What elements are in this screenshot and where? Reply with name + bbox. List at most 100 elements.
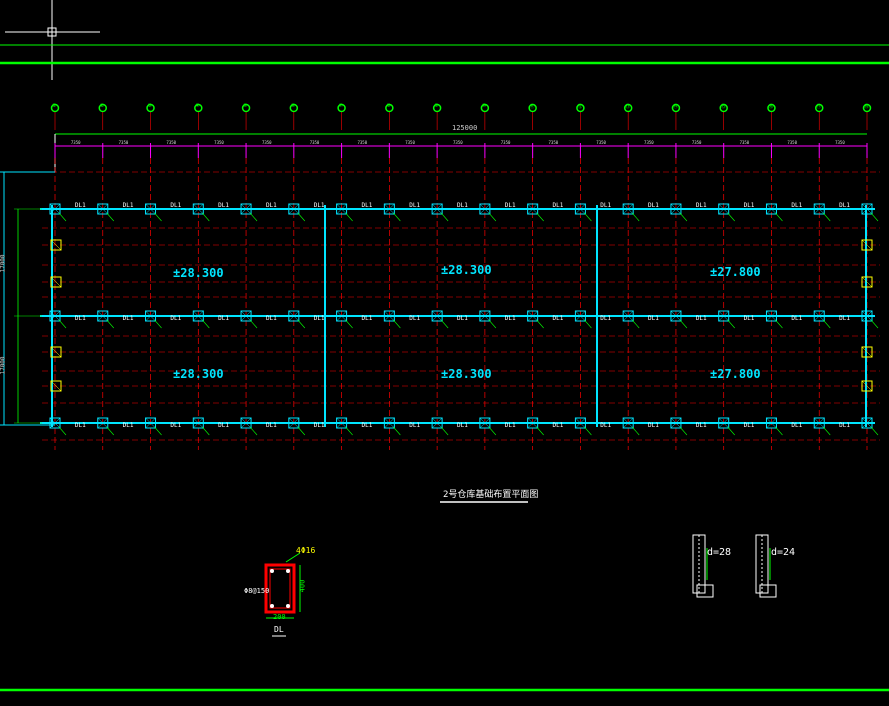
- pile-cap: [431, 417, 443, 429]
- pile-cap-cross: [240, 310, 252, 322]
- beam-label: DL1: [839, 422, 850, 429]
- pile-leader: [488, 212, 497, 222]
- pile-leader: [202, 319, 210, 329]
- section-rebar-label: 4Φ16: [296, 546, 316, 555]
- axis-label: ①: [52, 103, 57, 109]
- pile-leader: [345, 426, 353, 436]
- pile-leader: [393, 319, 401, 329]
- side-pile-cap-cross: [50, 346, 62, 358]
- pile-cap-cross: [193, 417, 204, 429]
- pile-leader: [870, 426, 879, 436]
- axis-bubble: [814, 103, 824, 113]
- side-pile-cap: [50, 276, 62, 288]
- section-height-label: 400: [298, 579, 307, 593]
- pile-leader: [584, 319, 592, 329]
- pile-cap: [97, 203, 109, 215]
- pile-cap: [813, 310, 825, 322]
- pile-cap: [336, 310, 348, 322]
- beam-label: DL1: [600, 315, 611, 322]
- elevation-label-4: ±28.300: [173, 367, 224, 381]
- pile-cap-cross: [97, 417, 108, 429]
- beam-label: DL1: [409, 315, 420, 322]
- pile-leader: [297, 426, 306, 436]
- pile-cap: [670, 417, 682, 429]
- axis-bubble: [146, 103, 155, 113]
- beam-label: DL1: [600, 202, 611, 209]
- pile-cap: [622, 203, 634, 215]
- beam-label: DL1: [314, 315, 325, 322]
- axis-bubble: [385, 103, 394, 113]
- pile-leader: [58, 426, 67, 436]
- pile-cap: [527, 203, 539, 215]
- axis-label: ⑨: [434, 103, 439, 109]
- pile-leader: [775, 319, 783, 329]
- bay-dimension-label: 7350: [453, 140, 463, 145]
- foundation-beams: [40, 205, 875, 427]
- pile-leader: [154, 426, 162, 436]
- section-name-label: DL: [274, 625, 284, 634]
- beam-label: DL1: [123, 422, 134, 429]
- elevation-label-6: ±27.800: [710, 367, 761, 381]
- pile-cap: [765, 417, 777, 429]
- frame-lines: [0, 44, 889, 692]
- crosshair-cursor: [5, 0, 100, 80]
- pile-cap-cross: [49, 203, 61, 215]
- pile-cap-cross: [384, 417, 395, 429]
- pile-leader: [727, 426, 735, 436]
- section-width-label: 200: [273, 613, 286, 621]
- pile-cap: [288, 417, 300, 429]
- side-pile-cap: [50, 239, 62, 251]
- beam-label: DL1: [361, 315, 372, 322]
- pile-cap-cross: [384, 203, 395, 215]
- pile-leader: [154, 319, 162, 329]
- pile-cap: [765, 310, 777, 322]
- pile-cap-cross: [240, 417, 252, 429]
- section-stirrup-label: Φ8@150: [244, 587, 270, 595]
- pile-cap-cross: [431, 203, 443, 215]
- pile-cap: [479, 203, 491, 215]
- pile-cap: [765, 203, 777, 215]
- axis-bubble: [671, 103, 681, 113]
- pile-leader: [297, 212, 306, 222]
- pile-leader: [202, 212, 210, 222]
- pile-cap-cross: [766, 310, 777, 322]
- axis-bubble: [862, 103, 872, 113]
- pile-cap-cross: [670, 310, 682, 322]
- beam-label: DL1: [218, 422, 229, 429]
- beam-label: DL1: [839, 202, 850, 209]
- axis-bubble: [432, 103, 442, 113]
- axis-bubble: [241, 103, 251, 113]
- beam-label: DL1: [744, 202, 755, 209]
- left-dimension-1: 17000: [0, 254, 7, 273]
- pile-cap: [336, 203, 348, 215]
- axis-label: ③: [147, 103, 152, 109]
- pile-leader: [393, 426, 401, 436]
- pile-leader: [488, 426, 497, 436]
- beam-label: DL1: [553, 422, 564, 429]
- pile-cap-cross: [145, 203, 156, 215]
- pile-cap: [479, 417, 491, 429]
- beam-label: DL1: [218, 202, 229, 209]
- axis-label: ⑦: [338, 103, 344, 109]
- beam-label: DL1: [457, 202, 468, 209]
- bay-dimension-label: 7350: [118, 140, 129, 145]
- side-pile-cap: [861, 276, 873, 288]
- pile-cap-cross: [670, 417, 682, 429]
- bay-dimension-label: 7350: [596, 140, 606, 145]
- bay-dimension-label: 7350: [261, 140, 272, 145]
- bay-dimension-label: 7350: [787, 140, 797, 145]
- axis-label: ⑥: [290, 103, 296, 109]
- pile-cap-cross: [718, 203, 729, 215]
- left-dimensions: [0, 171, 55, 426]
- pile-leader: [870, 212, 879, 222]
- pile-cap: [718, 310, 730, 322]
- pile-cap-cross: [288, 417, 300, 429]
- beam-label: DL1: [696, 202, 707, 209]
- pile-cap-cross: [622, 310, 634, 322]
- beam-label: DL1: [457, 315, 468, 322]
- bay-dimension-label: 7350: [644, 140, 654, 145]
- beam-label: DL1: [75, 422, 86, 429]
- beam-label: DL1: [505, 422, 516, 429]
- axis-label: ④: [195, 103, 200, 109]
